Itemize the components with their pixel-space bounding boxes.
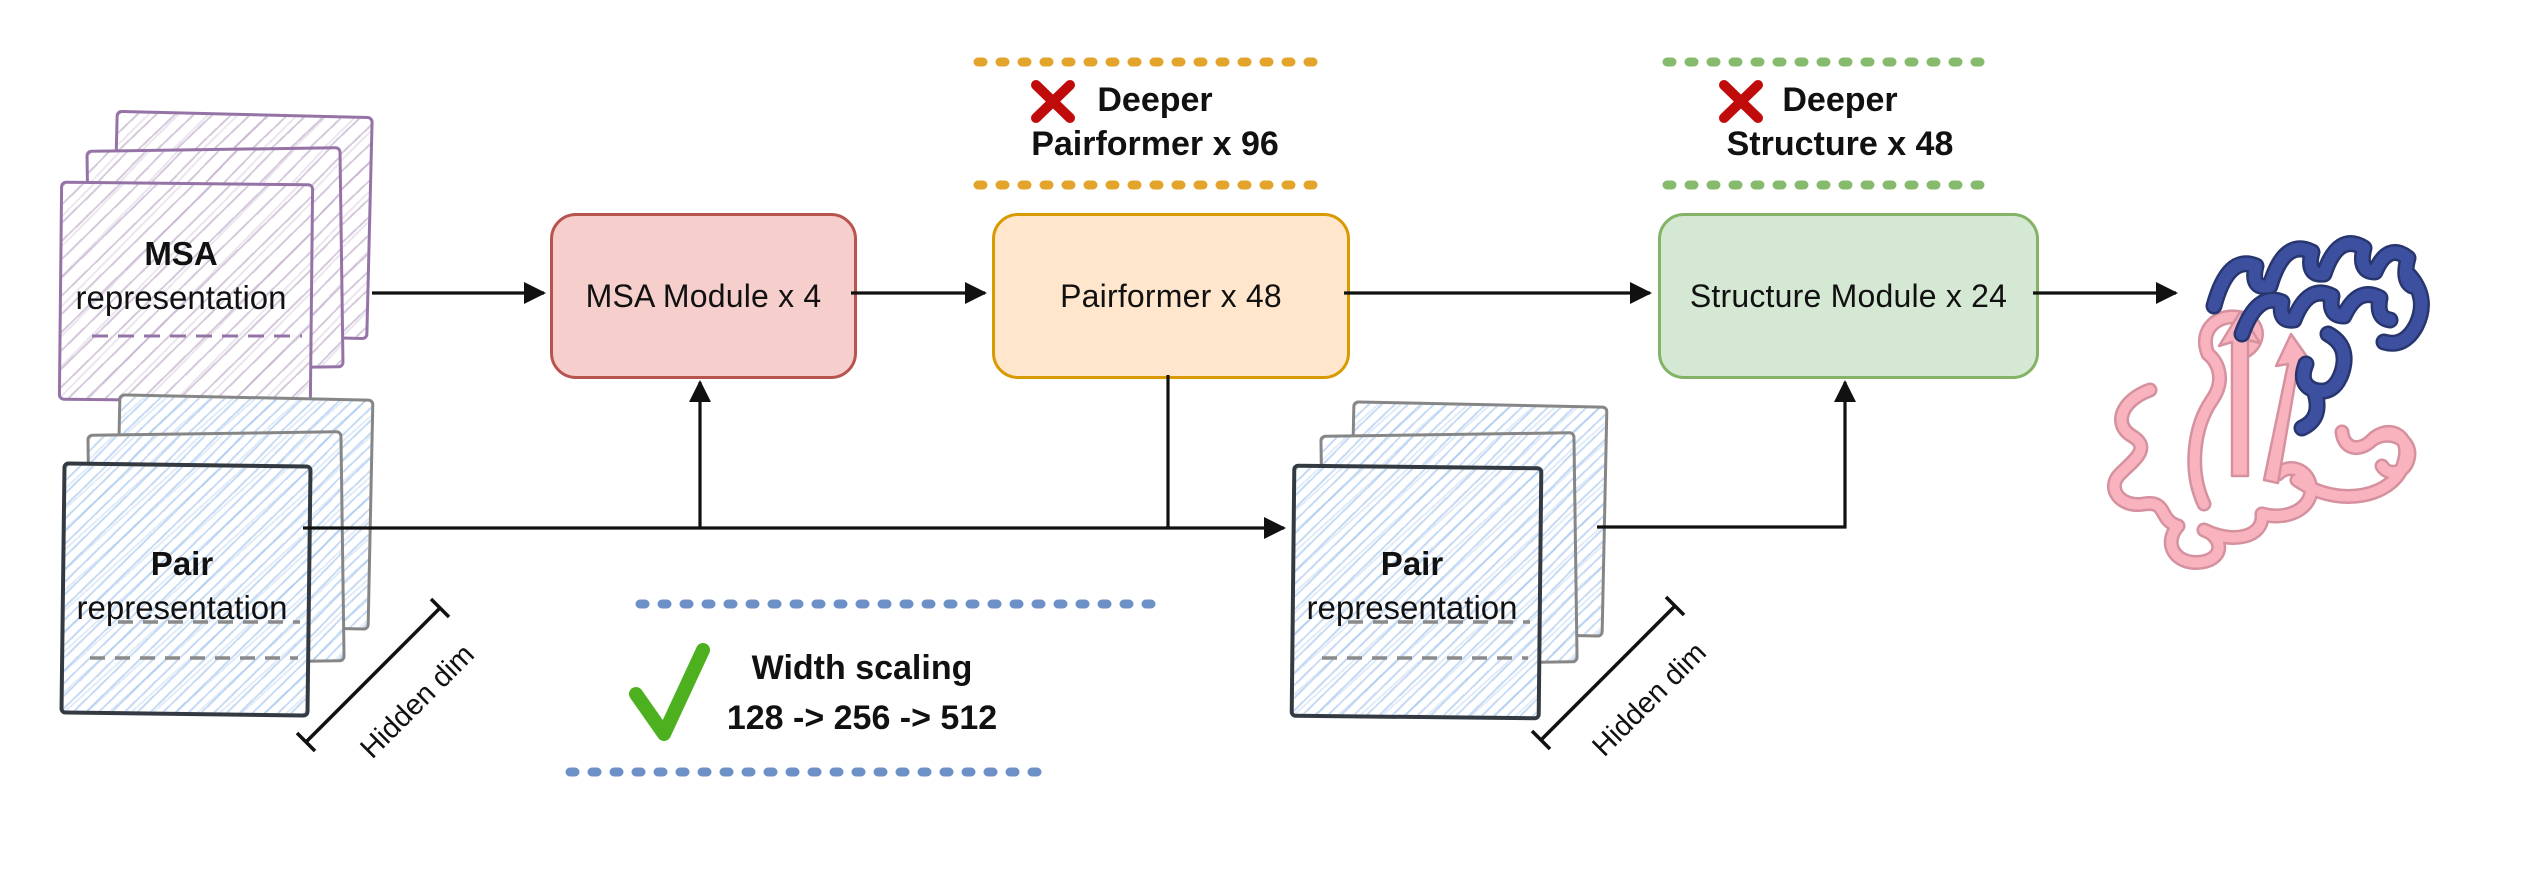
pair-left-subtitle: representation [76,589,288,626]
msa-stack-label: MSA representation [76,232,287,320]
hidden-dim-label-right: Hidden dim [1586,636,1713,763]
pair-left-title: Pair [150,545,214,582]
width-scaling-line2: 128 -> 256 -> 512 [726,699,998,737]
beta-strand [2217,310,2262,478]
deeper-pairformer-line2: Pairformer x 96 [1031,125,1279,163]
pair-mid-title: Pair [1380,545,1444,582]
arrow-pairmid-to-structure [1597,380,1856,529]
protein-blue-domain [2214,244,2421,428]
hidden-dim-label-left: Hidden dim [354,638,481,765]
structure-module-label: Structure Module x 24 [1689,277,2008,314]
width-scaling-line1: Width scaling [751,649,973,687]
protein-structure-image [2114,244,2421,563]
deeper-structure-line2: Structure x 48 [1726,125,1954,163]
msa-module-box: MSA Module x 4 [550,213,857,379]
deeper-pairformer-annotation: Deeper Pairformer x 96 [1031,78,1279,166]
deeper-structure-annotation: Deeper Structure x 48 [1727,78,1954,166]
check-icon [629,643,710,741]
protein-pink-domain [2114,312,2409,562]
pair-left-label: Pair representation [77,542,288,630]
msa-stack-subtitle: representation [75,279,287,316]
width-scaling-annotation: Width scaling 128 -> 256 -> 512 [727,643,997,743]
structure-module-box: Structure Module x 24 [1658,213,2039,379]
pairformer-box: Pairformer x 48 [992,213,1350,379]
msa-module-label: MSA Module x 4 [585,277,822,314]
pair-mid-subtitle: representation [1306,589,1518,626]
pairformer-label: Pairformer x 48 [1060,277,1282,314]
deeper-structure-line1: Deeper [1782,81,1898,119]
beta-strand [2262,332,2312,485]
deeper-pairformer-line1: Deeper [1097,81,1213,119]
pair-mid-label: Pair representation [1307,542,1518,630]
msa-stack-title: MSA [144,235,218,272]
